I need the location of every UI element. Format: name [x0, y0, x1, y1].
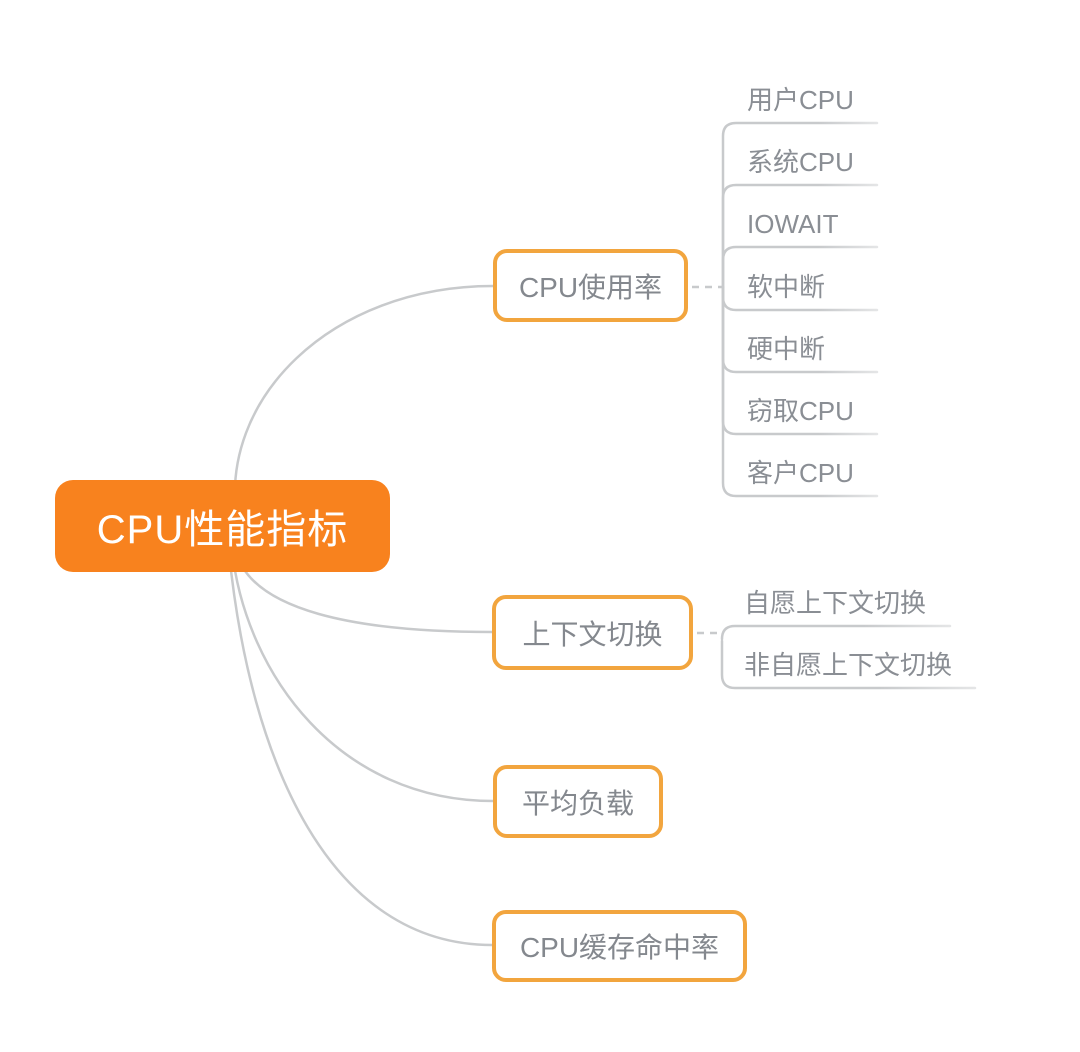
branch-node-cpu-usage[interactable]: CPU使用率	[493, 249, 688, 322]
branch-node-context-switch[interactable]: 上下文切换	[492, 595, 693, 670]
leaf-node-guest-cpu[interactable]: 客户CPU	[747, 458, 854, 488]
edge-leaf-user-cpu	[721, 121, 879, 289]
edge-leaf-voluntary-cs	[720, 624, 952, 641]
root-node[interactable]: CPU性能指标	[55, 480, 390, 572]
branch-node-load-average[interactable]: 平均负载	[493, 765, 663, 838]
edge-leaf-iowait	[721, 245, 879, 289]
edge-leaf-system-cpu	[721, 183, 879, 289]
leaf-node-voluntary-context-switch[interactable]: 自愿上下文切换	[744, 588, 927, 618]
edge-root-to-cpu-cache-hit-rate	[227, 550, 494, 947]
leaf-node-user-cpu[interactable]: 用户CPU	[747, 85, 854, 115]
leaf-node-system-cpu[interactable]: 系统CPU	[747, 147, 854, 177]
edge-root-to-cpu-usage	[233, 284, 495, 522]
branch-node-cpu-cache-hit-rate[interactable]: CPU缓存命中率	[492, 910, 747, 982]
edge-root-to-load-average	[230, 548, 495, 803]
leaf-node-soft-irq[interactable]: 软中断	[747, 272, 826, 302]
leaf-node-involuntary-context-switch[interactable]: 非自愿上下文切换	[744, 650, 953, 680]
edge-leaf-involuntary-cs	[720, 639, 977, 690]
leaf-node-steal-cpu[interactable]: 窃取CPU	[747, 396, 854, 426]
edge-leaf-guest-cpu	[721, 285, 879, 498]
leaf-node-hard-irq[interactable]: 硬中断	[747, 334, 826, 364]
leaf-node-iowait[interactable]: IOWAIT	[747, 209, 839, 239]
